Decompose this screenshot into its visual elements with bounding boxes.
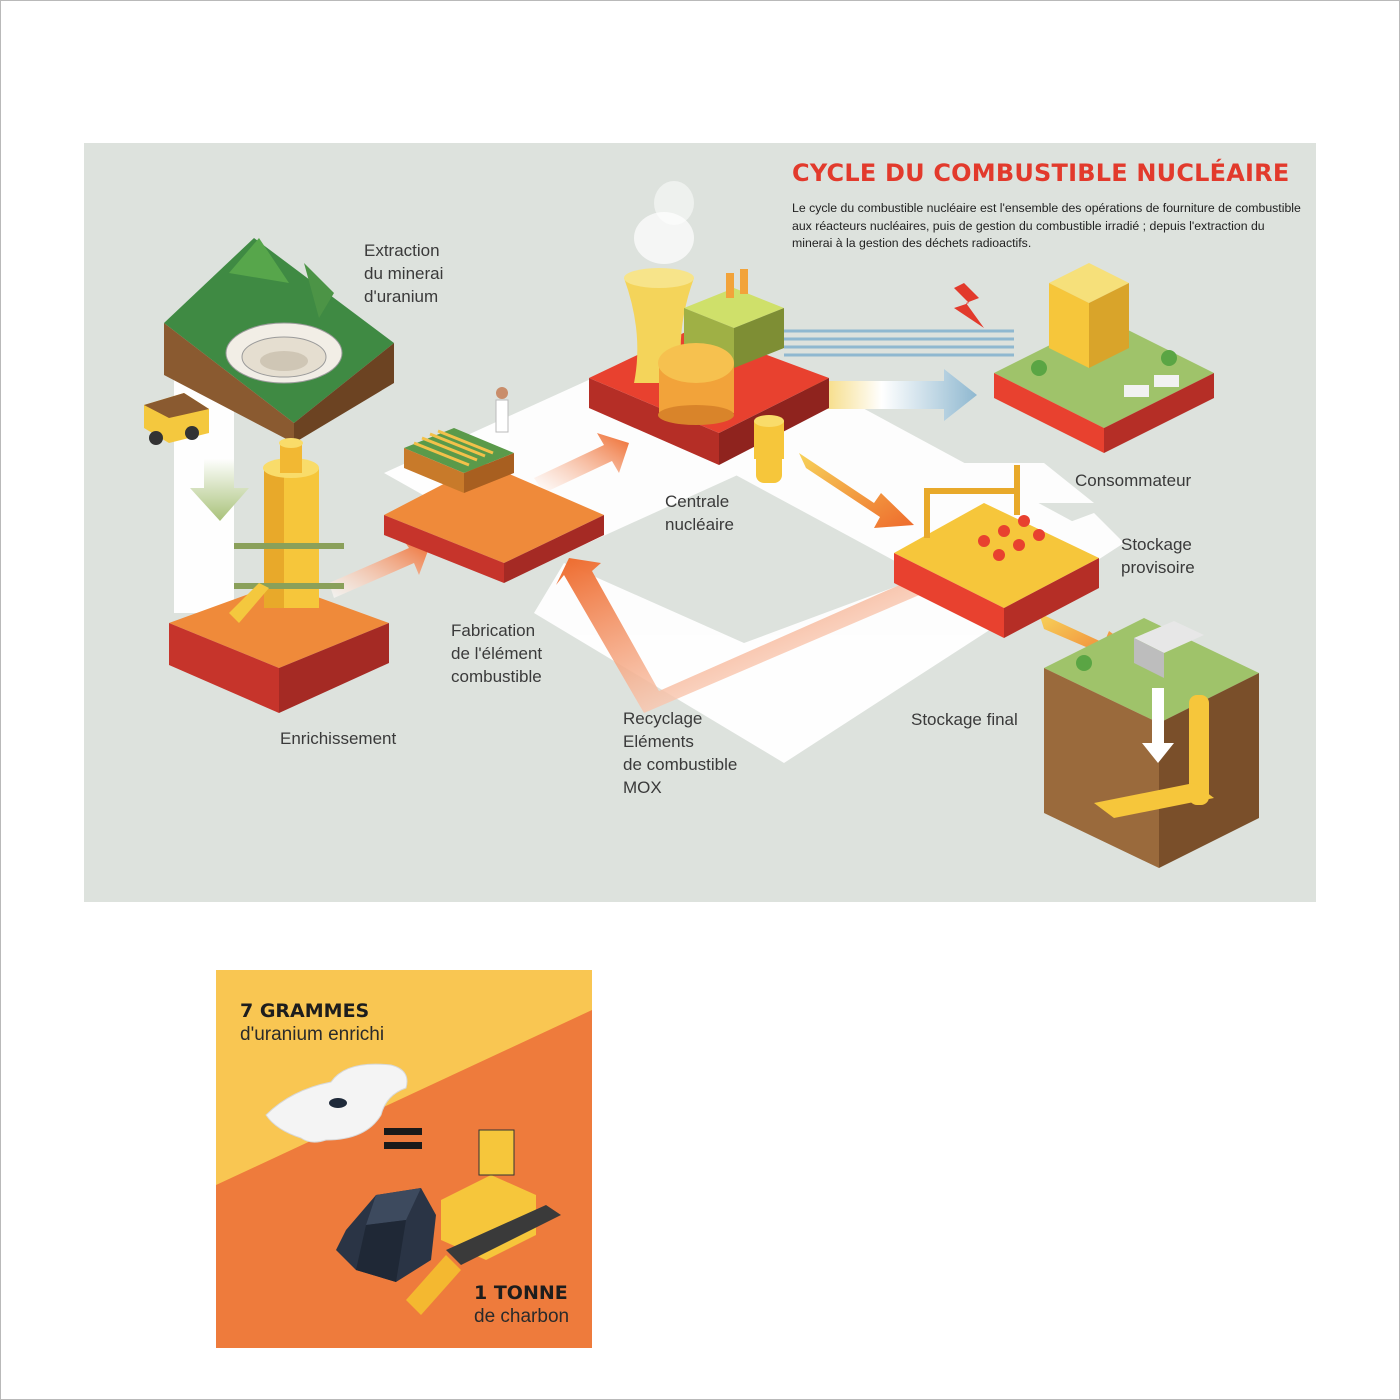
fuel-cycle-diagram: CYCLE DU COMBUSTIBLE NUCLÉAIRE Le cycle … (84, 143, 1316, 902)
label-stockage-final: Stockage final (911, 710, 1018, 729)
comparison-bottom-amount: 1 TONNE (474, 1282, 568, 1304)
comparison-top-amount: 7 GRAMMES (240, 1000, 370, 1022)
label-recyclage: Recyclage Eléments de combustible MOX (623, 709, 738, 797)
arrow-to-storage (799, 453, 914, 528)
fuel-pellet-icon (329, 1098, 347, 1108)
interim-storage-illustration (756, 428, 1099, 638)
energy-comparison-box: 7 GRAMMES d'uranium enrichi 1 TONNE de c… (216, 970, 592, 1348)
enrichment-plant-illustration (169, 438, 389, 713)
flow-arrows (190, 329, 1139, 713)
label-stockage-provisoire: Stockage provisoire (1121, 535, 1195, 577)
label-centrale: Centrale nucléaire (665, 492, 734, 534)
diagram-title: CYCLE DU COMBUSTIBLE NUCLÉAIRE (792, 159, 1290, 187)
power-lines (784, 329, 1014, 357)
consumer-city-illustration (954, 263, 1214, 453)
label-fabrication: Fabrication de l'élément combustible (451, 621, 543, 686)
comparison-artwork (216, 970, 592, 1348)
uranium-mine-illustration (144, 238, 394, 445)
comparison-bottom-text: de charbon (474, 1306, 570, 1327)
fuel-fabrication-illustration (384, 387, 604, 583)
label-enrichissement: Enrichissement (280, 729, 397, 748)
equals-icon (384, 1128, 422, 1135)
arrow-to-fabrication (329, 538, 429, 598)
label-consommateur: Consommateur (1075, 471, 1192, 490)
arrow-to-plant (534, 433, 629, 493)
arrow-recycle (556, 558, 924, 713)
final-storage-illustration (1044, 618, 1259, 868)
label-extraction: Extraction du minerai d'uranium (364, 241, 444, 306)
diagram-artwork (144, 181, 1259, 868)
comparison-top-text: d'uranium enrichi (240, 1024, 385, 1045)
nuclear-plant-illustration (589, 181, 829, 465)
arrow-to-enrichment (190, 458, 249, 521)
diagram-description: Le cycle du combustible nucléaire est l'… (792, 201, 1301, 250)
arrow-to-consumer (804, 369, 977, 421)
